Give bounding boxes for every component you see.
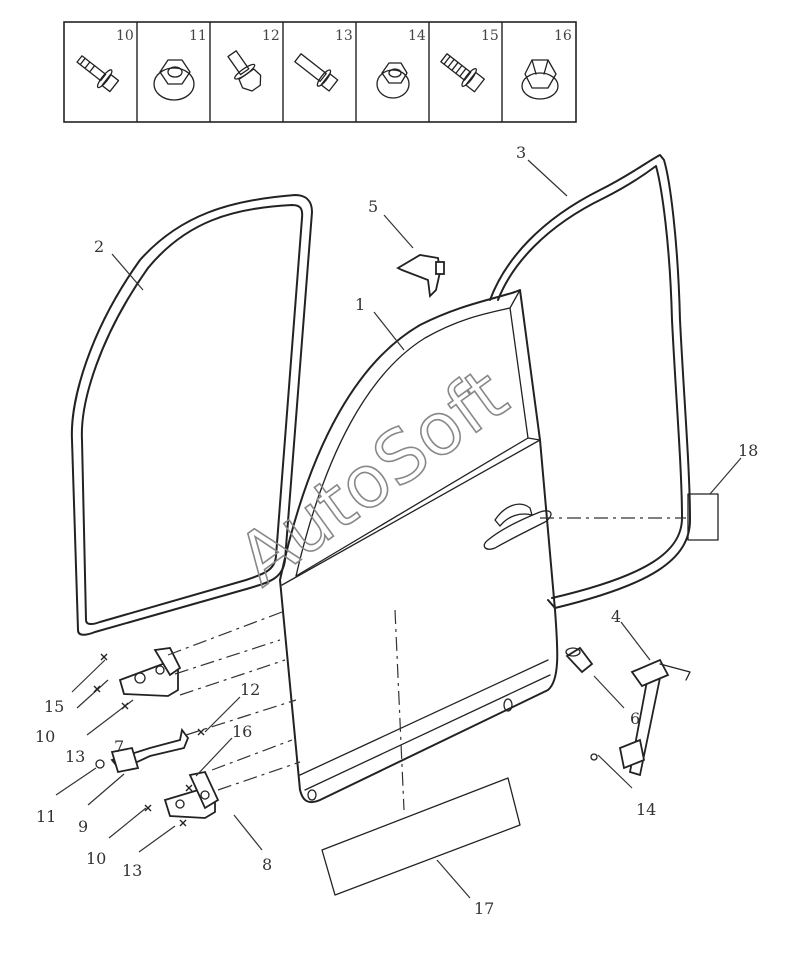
door-handle: [483, 503, 552, 550]
upper-hinge: [118, 647, 182, 697]
callout-label: 13: [65, 747, 85, 766]
fastener-table: 10 11 12 13 14 15 16: [63, 21, 577, 123]
front-door-panel: [279, 289, 559, 804]
leader-lines: [55, 159, 742, 899]
callout-label: 1: [355, 295, 365, 314]
hex-bolt-short-icon: [227, 50, 262, 92]
bolt-long-flange-icon: [76, 55, 120, 93]
bumper-plug: [565, 646, 594, 674]
flange-nut-thin-icon: [376, 62, 410, 99]
door-check-bracket: [618, 658, 691, 777]
callout-label: 7: [114, 737, 124, 756]
lower-hinge: [163, 770, 220, 819]
bolt-threaded-flange-icon: [440, 53, 485, 93]
watermark: AutoSoft: [223, 352, 523, 602]
callout-label: 17: [474, 899, 494, 918]
door-check-link: [95, 727, 190, 774]
nut-mark: [590, 753, 598, 761]
table-cell-number: 14: [408, 28, 426, 44]
bolt-long-icon: [294, 53, 339, 92]
table-cell-number: 12: [262, 28, 280, 44]
callout-label: 10: [35, 727, 55, 746]
callout-label: 14: [636, 800, 656, 819]
callout-label: 9: [78, 817, 88, 836]
door-opening-weatherstrip: [70, 194, 313, 636]
fastener-marks: [93, 653, 205, 827]
protective-film: [321, 777, 521, 896]
callout-label: 13: [122, 861, 142, 880]
assembly-lines: [167, 517, 686, 811]
table-cell-number: 13: [335, 28, 353, 44]
table-cell-number: 15: [481, 28, 499, 44]
callout-label: 4: [611, 607, 621, 626]
callout-label: 10: [86, 849, 106, 868]
door-weatherstrip: [489, 154, 691, 609]
flange-nut-icon: [153, 59, 195, 101]
callout-label: 3: [516, 143, 526, 162]
callout-label: 12: [240, 680, 260, 699]
callout-label: 18: [738, 441, 758, 460]
callout-label: 2: [94, 237, 104, 256]
callout-label: 16: [232, 722, 252, 741]
callout-label: 8: [262, 855, 272, 874]
sash-trim: [396, 254, 445, 298]
callout-label: 15: [44, 697, 64, 716]
callout-label: 5: [368, 197, 378, 216]
cap-nut-icon: [521, 59, 559, 100]
table-cell-number: 16: [554, 28, 572, 44]
callout-label: 11: [36, 807, 56, 826]
table-cell-number: 11: [189, 28, 207, 44]
label-plate: [687, 493, 719, 541]
table-cell-number: 10: [116, 28, 134, 44]
callout-label: 6: [630, 709, 640, 728]
